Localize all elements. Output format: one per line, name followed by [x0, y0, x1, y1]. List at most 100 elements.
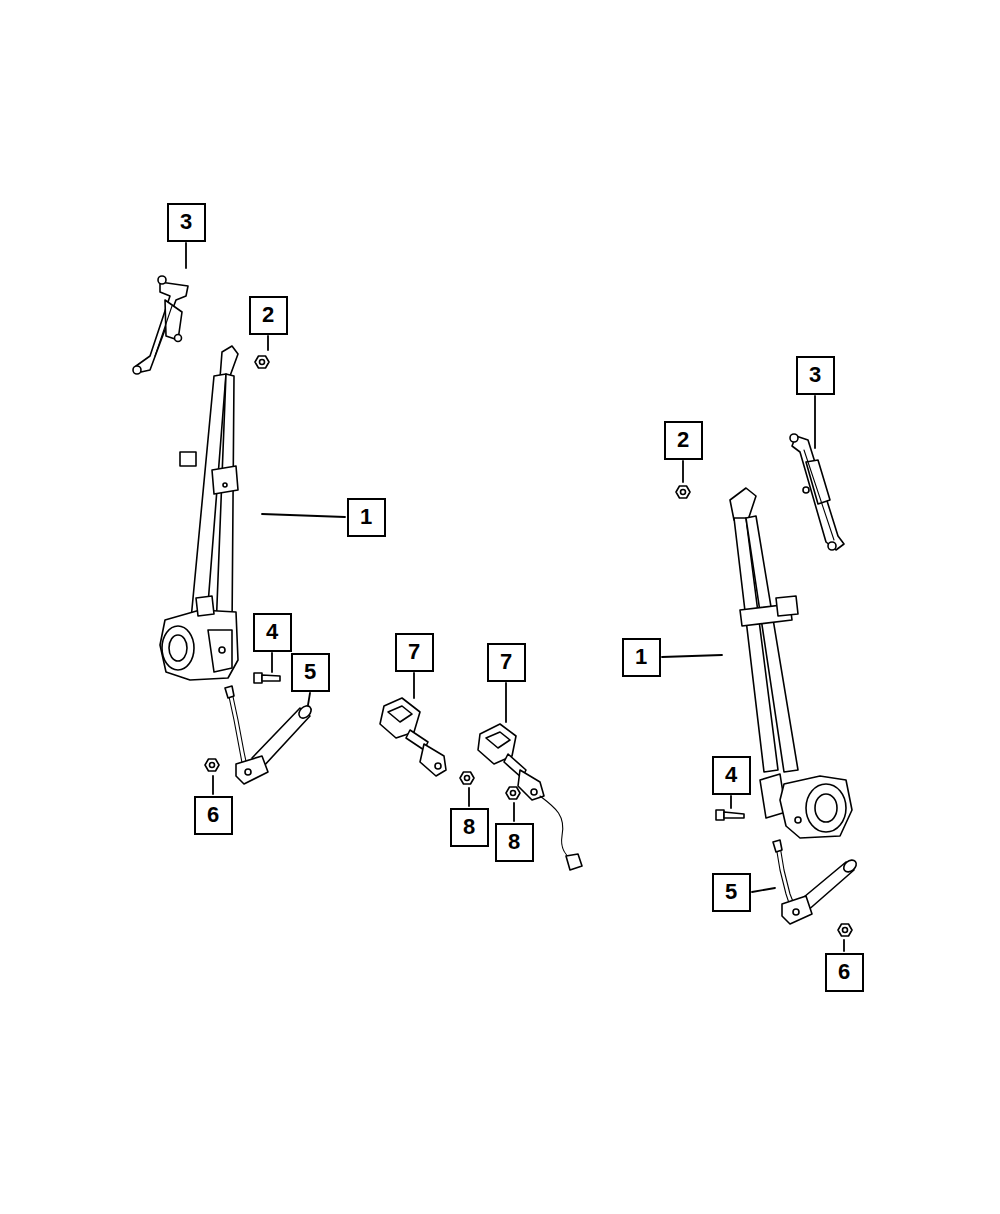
right-retractor — [815, 794, 837, 822]
leader-lines — [212, 776, 214, 794]
callout-box: 4 — [712, 756, 751, 795]
center-hex-nut — [460, 772, 474, 784]
callout-box: 7 — [487, 643, 526, 682]
callout-box: 6 — [194, 796, 233, 835]
right-pretensioner — [841, 858, 858, 875]
right-retractor — [806, 784, 846, 832]
leader-lines — [843, 940, 845, 951]
left-pretensioner — [232, 692, 247, 766]
leader-lines — [814, 396, 816, 448]
callout-number: 6 — [207, 804, 219, 826]
left-pretensioner — [225, 686, 313, 784]
center-hex-nut — [511, 791, 516, 796]
leader-lines — [186, 243, 844, 951]
right-hex-nut — [676, 486, 690, 498]
right-height-adjuster — [803, 487, 809, 493]
right-belt-webbing — [730, 488, 756, 520]
callout-box: 7 — [395, 633, 434, 672]
left-pretensioner — [228, 692, 243, 768]
callout-number: 7 — [500, 651, 512, 673]
center-hex-nut — [506, 787, 520, 799]
right-bolt — [716, 810, 724, 820]
leader-lines — [730, 796, 732, 808]
left-height-adjuster — [175, 335, 182, 342]
center-hex-nut — [465, 776, 470, 781]
left-pretensioner — [236, 756, 268, 784]
left-belt-webbing — [216, 374, 234, 630]
callout-number: 8 — [463, 816, 475, 838]
callout-box: 5 — [712, 873, 751, 912]
left-hex-nut — [255, 356, 269, 368]
callout-number: 1 — [635, 646, 647, 668]
left-buckle — [380, 698, 446, 776]
left-hex-nut — [205, 759, 219, 771]
left-belt-webbing — [223, 483, 227, 487]
leader-lines — [752, 888, 775, 892]
left-buckle — [388, 706, 412, 722]
left-hex-nut — [210, 763, 215, 768]
callout-number: 1 — [360, 506, 372, 528]
right-belt-webbing — [776, 596, 798, 616]
callout-box: 1 — [347, 498, 386, 537]
left-hex-nut — [205, 759, 219, 771]
left-height-adjuster — [133, 276, 188, 374]
left-belt-webbing — [220, 346, 238, 378]
right-hex-nut — [838, 924, 852, 936]
callout-box: 4 — [253, 613, 292, 652]
right-pretensioner — [776, 846, 790, 906]
leader-lines — [505, 683, 507, 722]
right-belt-webbing — [746, 516, 798, 772]
left-pretensioner — [225, 686, 234, 698]
callout-number: 8 — [508, 831, 520, 853]
right-hex-nut — [843, 928, 848, 933]
left-buckle — [420, 744, 446, 776]
callout-number: 4 — [725, 764, 737, 786]
callout-number: 2 — [677, 429, 689, 451]
leader-lines — [271, 653, 273, 672]
left-bolt — [262, 675, 280, 681]
leader-lines — [682, 461, 684, 482]
callout-box: 8 — [450, 808, 489, 847]
callout-box: 3 — [796, 356, 835, 395]
callout-box: 6 — [825, 953, 864, 992]
callout-box: 5 — [291, 653, 330, 692]
right-bolt — [716, 810, 744, 820]
callout-number: 3 — [180, 211, 192, 233]
right-pretensioner — [773, 840, 859, 924]
right-buckle — [531, 789, 537, 795]
right-hex-nut — [838, 924, 852, 936]
callout-box: 2 — [249, 296, 288, 335]
callout-box: 2 — [664, 421, 703, 460]
right-height-adjuster — [792, 436, 844, 550]
right-height-adjuster — [804, 450, 834, 540]
right-hex-nut — [681, 490, 686, 495]
left-bolt — [254, 673, 262, 683]
leader-lines — [662, 655, 722, 657]
callout-number: 3 — [809, 364, 821, 386]
callout-box: 8 — [495, 823, 534, 862]
left-height-adjuster — [136, 282, 188, 372]
callout-number: 7 — [408, 641, 420, 663]
right-buckle — [478, 724, 582, 870]
callout-number: 5 — [725, 881, 737, 903]
left-retractor — [219, 647, 225, 653]
left-height-adjuster — [133, 366, 141, 374]
callout-box: 3 — [167, 203, 206, 242]
left-bolt — [254, 673, 280, 683]
right-buckle — [540, 796, 572, 860]
left-height-adjuster — [158, 276, 166, 284]
left-retractor — [160, 596, 238, 680]
right-retractor — [795, 817, 801, 823]
right-buckle — [486, 732, 510, 748]
left-pretensioner — [297, 704, 314, 721]
callout-number: 4 — [266, 621, 278, 643]
leader-lines — [413, 673, 415, 698]
center-hex-nut — [506, 787, 520, 799]
left-retractor — [162, 626, 194, 670]
leader-lines — [468, 788, 470, 806]
callout-number: 6 — [838, 961, 850, 983]
left-belt-webbing — [180, 452, 196, 466]
leader-lines — [513, 803, 515, 821]
